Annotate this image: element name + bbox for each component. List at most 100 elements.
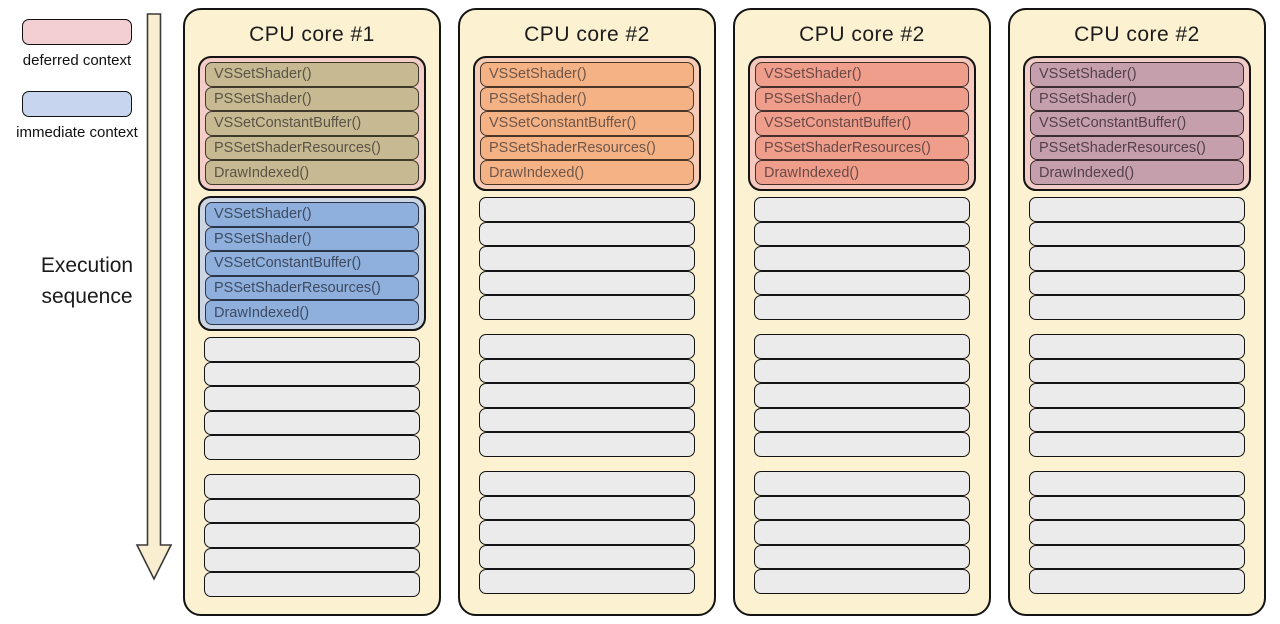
api-call-row: VSSetConstantBuffer() [205,251,419,276]
execution-sequence-label: Execution sequence [16,250,158,312]
api-call-row: PSSetShaderResources() [205,275,419,301]
empty-slot-row [754,246,970,271]
empty-slot-row [479,221,695,247]
api-call-row: PSSetShader() [205,86,419,112]
empty-slot-row [754,544,970,570]
empty-slot-row [204,386,420,411]
empty-command-slots [748,470,976,594]
empty-command-slots [473,196,701,320]
empty-slot-row [754,432,970,457]
empty-slot-row [1029,383,1245,408]
empty-slot-row [754,196,970,222]
empty-command-slots [198,336,426,460]
api-call-row: VSSetConstantBuffer() [1030,111,1244,136]
empty-slot-row [479,520,695,545]
deferred-context-block: VSSetShader()PSSetShader()VSSetConstantB… [198,56,426,191]
deferred-context-swatch [22,19,132,45]
empty-slot-row [479,495,695,521]
empty-slot-row [204,435,420,460]
empty-slot-row [479,432,695,457]
empty-slot-row [1029,432,1245,457]
empty-slot-row [479,569,695,594]
empty-slot-row [479,333,695,359]
empty-slot-row [479,383,695,408]
empty-slot-row [1029,407,1245,433]
deferred-context-block: VSSetShader()PSSetShader()VSSetConstantB… [473,56,701,191]
deferred-context-block: VSSetShader()PSSetShader()VSSetConstantB… [748,56,976,191]
empty-slot-row [204,498,420,524]
down-arrow-shape [135,13,173,581]
immediate-context-label: immediate context [16,124,138,141]
api-call-row: VSSetShader() [205,201,419,227]
api-call-row: DrawIndexed() [755,160,969,185]
empty-slot-row [204,410,420,436]
empty-command-slots [1023,333,1251,457]
api-call-row: VSSetShader() [1030,62,1244,87]
empty-command-slots [1023,196,1251,320]
empty-command-slots [473,333,701,457]
empty-command-slots [748,333,976,457]
empty-slot-row [204,336,420,362]
empty-slot-row [1029,544,1245,570]
empty-slot-row [754,333,970,359]
cpu-core-title: CPU core #2 [1074,23,1200,46]
empty-slot-row [754,383,970,408]
api-call-row: VSSetConstantBuffer() [755,111,969,136]
empty-slot-row [754,358,970,384]
empty-slot-row [1029,358,1245,384]
empty-slot-row [204,473,420,499]
cpu-core-title: CPU core #2 [524,23,650,46]
empty-slot-row [1029,221,1245,247]
empty-slot-row [754,270,970,296]
cpu-core-title: CPU core #2 [799,23,925,46]
empty-slot-row [1029,270,1245,296]
empty-slot-row [754,569,970,594]
api-call-row: DrawIndexed() [480,160,694,185]
empty-slot-row [479,246,695,271]
empty-command-slots [198,473,426,597]
empty-slot-row [479,407,695,433]
api-call-row: PSSetShader() [1030,86,1244,112]
empty-slot-row [754,495,970,521]
api-call-row: DrawIndexed() [1030,160,1244,185]
api-call-row: VSSetShader() [205,62,419,87]
api-call-row: DrawIndexed() [205,300,419,325]
cpu-core-title: CPU core #1 [249,23,375,46]
empty-slot-row [479,196,695,222]
empty-slot-row [479,295,695,320]
immediate-context-block: VSSetShader()PSSetShader()VSSetConstantB… [198,195,426,331]
empty-slot-row [1029,246,1245,271]
empty-slot-row [754,221,970,247]
api-call-row: PSSetShader() [480,86,694,112]
api-call-row: VSSetShader() [755,62,969,87]
api-call-row: DrawIndexed() [205,160,419,185]
api-call-row: VSSetShader() [480,62,694,87]
api-call-row: VSSetConstantBuffer() [480,111,694,136]
empty-slot-row [204,523,420,548]
empty-slot-row [204,572,420,597]
empty-slot-row [479,544,695,570]
empty-slot-row [479,470,695,496]
empty-slot-row [754,407,970,433]
empty-slot-row [1029,495,1245,521]
api-call-row: PSSetShader() [755,86,969,112]
empty-slot-row [1029,295,1245,320]
cpu-core-column: CPU core #2 VSSetShader()PSSetShader()VSS… [1008,8,1266,616]
deferred-context-block: VSSetShader()PSSetShader()VSSetConstantB… [1023,56,1251,191]
empty-slot-row [754,295,970,320]
api-call-row: PSSetShaderResources() [205,135,419,161]
empty-slot-row [1029,470,1245,496]
deferred-context-label: deferred context [22,52,132,69]
api-call-row: PSSetShaderResources() [755,135,969,161]
empty-slot-row [1029,333,1245,359]
empty-slot-row [204,547,420,573]
empty-slot-row [754,520,970,545]
empty-command-slots [473,470,701,594]
empty-slot-row [1029,520,1245,545]
api-call-row: PSSetShader() [205,226,419,252]
down-arrow-icon [135,13,173,581]
empty-command-slots [1023,470,1251,594]
